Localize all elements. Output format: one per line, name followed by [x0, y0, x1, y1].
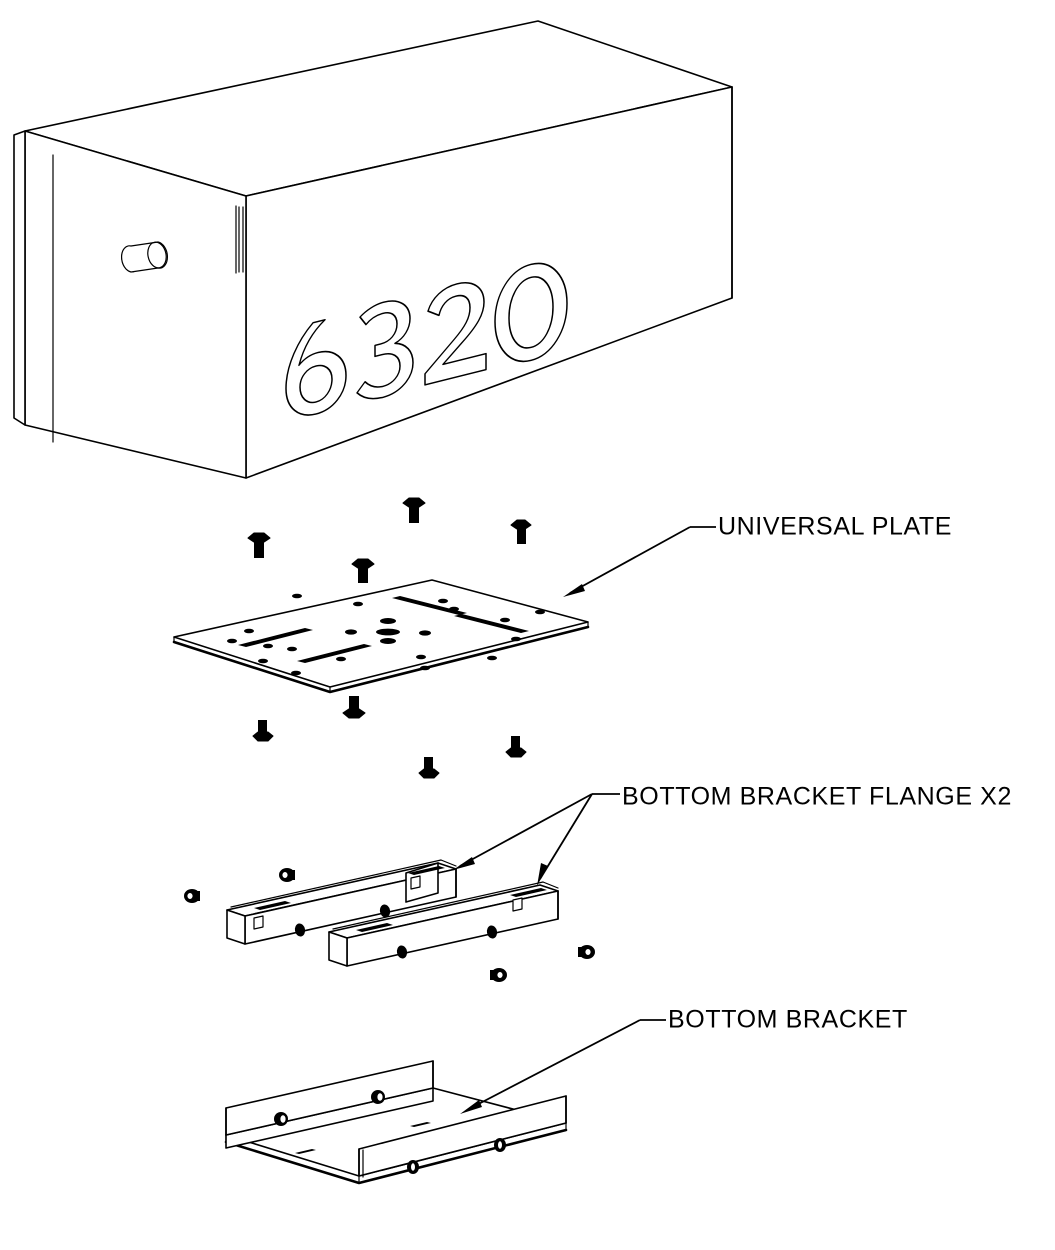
flange2-left-end: [328, 931, 348, 967]
bottom-bracket-flange-1: [226, 859, 457, 945]
bolt-down-3: [505, 736, 527, 758]
plate-hole-5: [258, 658, 268, 664]
bolt-down-2: [252, 720, 274, 742]
loose-nut-2: [184, 889, 200, 903]
plate-slot-1: [238, 628, 313, 647]
flange2-boss-1: [512, 897, 523, 912]
loose-nuts: [184, 868, 595, 982]
plate-hole-8: [353, 601, 363, 607]
bolt-up-2: [247, 532, 271, 558]
mailbox-body: [13, 20, 733, 479]
plate-hole-9: [438, 598, 448, 604]
flange2-fold-line: [332, 881, 559, 930]
bolts-below-plate: [252, 696, 527, 779]
plate-hole-14: [420, 665, 430, 671]
bottom-bracket-arrowhead: [460, 1100, 482, 1114]
flange1-hole-1: [294, 923, 306, 937]
house-number-6320: [285, 262, 568, 416]
loose-nut-4: [490, 968, 507, 982]
plate-center-hole-3: [380, 638, 396, 644]
plate-hole-12: [535, 609, 545, 615]
universal-plate-label: UNIVERSAL PLATE: [718, 513, 952, 541]
bracket-hole-back-2: [371, 1090, 385, 1104]
flange1-boss-1: [253, 915, 264, 930]
universal-plate: [172, 579, 590, 694]
flange-leader-line-2: [539, 793, 593, 880]
flange1-fold-line: [230, 859, 457, 908]
mailbox-knob-icon: [120, 241, 169, 273]
universal-plate-leader-line: [569, 526, 691, 594]
flange2-slot-1: [356, 923, 393, 932]
flange1-boss-2: [410, 875, 421, 890]
plate-slot-3: [392, 596, 467, 615]
plate-hole-2: [263, 643, 273, 649]
bolt-up-4: [351, 558, 375, 583]
bolt-down-1: [342, 696, 366, 719]
plate-hole-11: [500, 617, 510, 623]
loose-nut-1: [279, 868, 295, 882]
plate-hole-15: [416, 654, 426, 660]
plate-hole-16: [336, 656, 346, 662]
callout-bottom-bracket-flange: BOTTOM BRACKET FLANGE X2: [453, 783, 1012, 886]
plate-hole-1: [227, 638, 237, 644]
plate-hole-17: [487, 655, 497, 661]
plate-center-hole-4: [345, 629, 357, 635]
bottom-bracket: [224, 1060, 568, 1185]
plate-center-hole-5: [419, 630, 431, 636]
mailbox-hinge-strip: [238, 206, 244, 273]
flange2-hole-2: [486, 925, 498, 939]
flange-arrowhead-2: [537, 863, 548, 886]
flange2-hole-1: [396, 945, 408, 959]
bolt-up-3: [510, 519, 532, 544]
bolt-down-4: [418, 757, 440, 779]
bracket-base-slot-1: [295, 1149, 316, 1154]
bottom-bracket-leader-line: [466, 1019, 641, 1111]
flange1-slot-2: [408, 866, 445, 875]
universal-plate-edge-thickness-2: [173, 621, 589, 693]
bracket-hole-front-2: [494, 1138, 506, 1152]
plate-slot-2: [297, 644, 372, 663]
flange1-slot-1: [254, 901, 291, 910]
callout-bottom-bracket: BOTTOM BRACKET: [460, 1006, 908, 1114]
loose-nut-3: [578, 945, 595, 959]
bracket-base-slot-2: [410, 1122, 431, 1127]
flange2-slot-2: [510, 888, 547, 897]
plate-hole-6: [291, 670, 301, 676]
bolt-up-1: [402, 497, 426, 523]
bottom-bracket-flange-2: [328, 881, 559, 967]
universal-plate-arrowhead: [563, 584, 585, 597]
plate-center-hole-1: [380, 618, 396, 624]
plate-slot-4: [454, 614, 529, 633]
flange-arrowhead-1: [453, 857, 475, 870]
flange-leader-line-1: [459, 793, 593, 867]
plate-hole-3: [287, 646, 297, 652]
plate-hole-7: [292, 593, 302, 599]
bracket-hole-front-1: [407, 1160, 419, 1174]
bracket-hole-back-1: [274, 1112, 288, 1126]
plate-hole-10: [449, 606, 459, 612]
bottom-bracket-label: BOTTOM BRACKET: [668, 1006, 908, 1034]
flange1-left-end: [226, 909, 246, 945]
plate-center-hole-2: [376, 628, 400, 636]
plate-hole-13: [511, 636, 521, 642]
bottom-bracket-flange-label: BOTTOM BRACKET FLANGE X2: [622, 783, 1012, 811]
bolts-above-plate: [247, 497, 532, 583]
plate-hole-4: [244, 628, 254, 634]
mailbox-door-flange: [13, 130, 26, 426]
callout-universal-plate: UNIVERSAL PLATE: [563, 513, 952, 597]
